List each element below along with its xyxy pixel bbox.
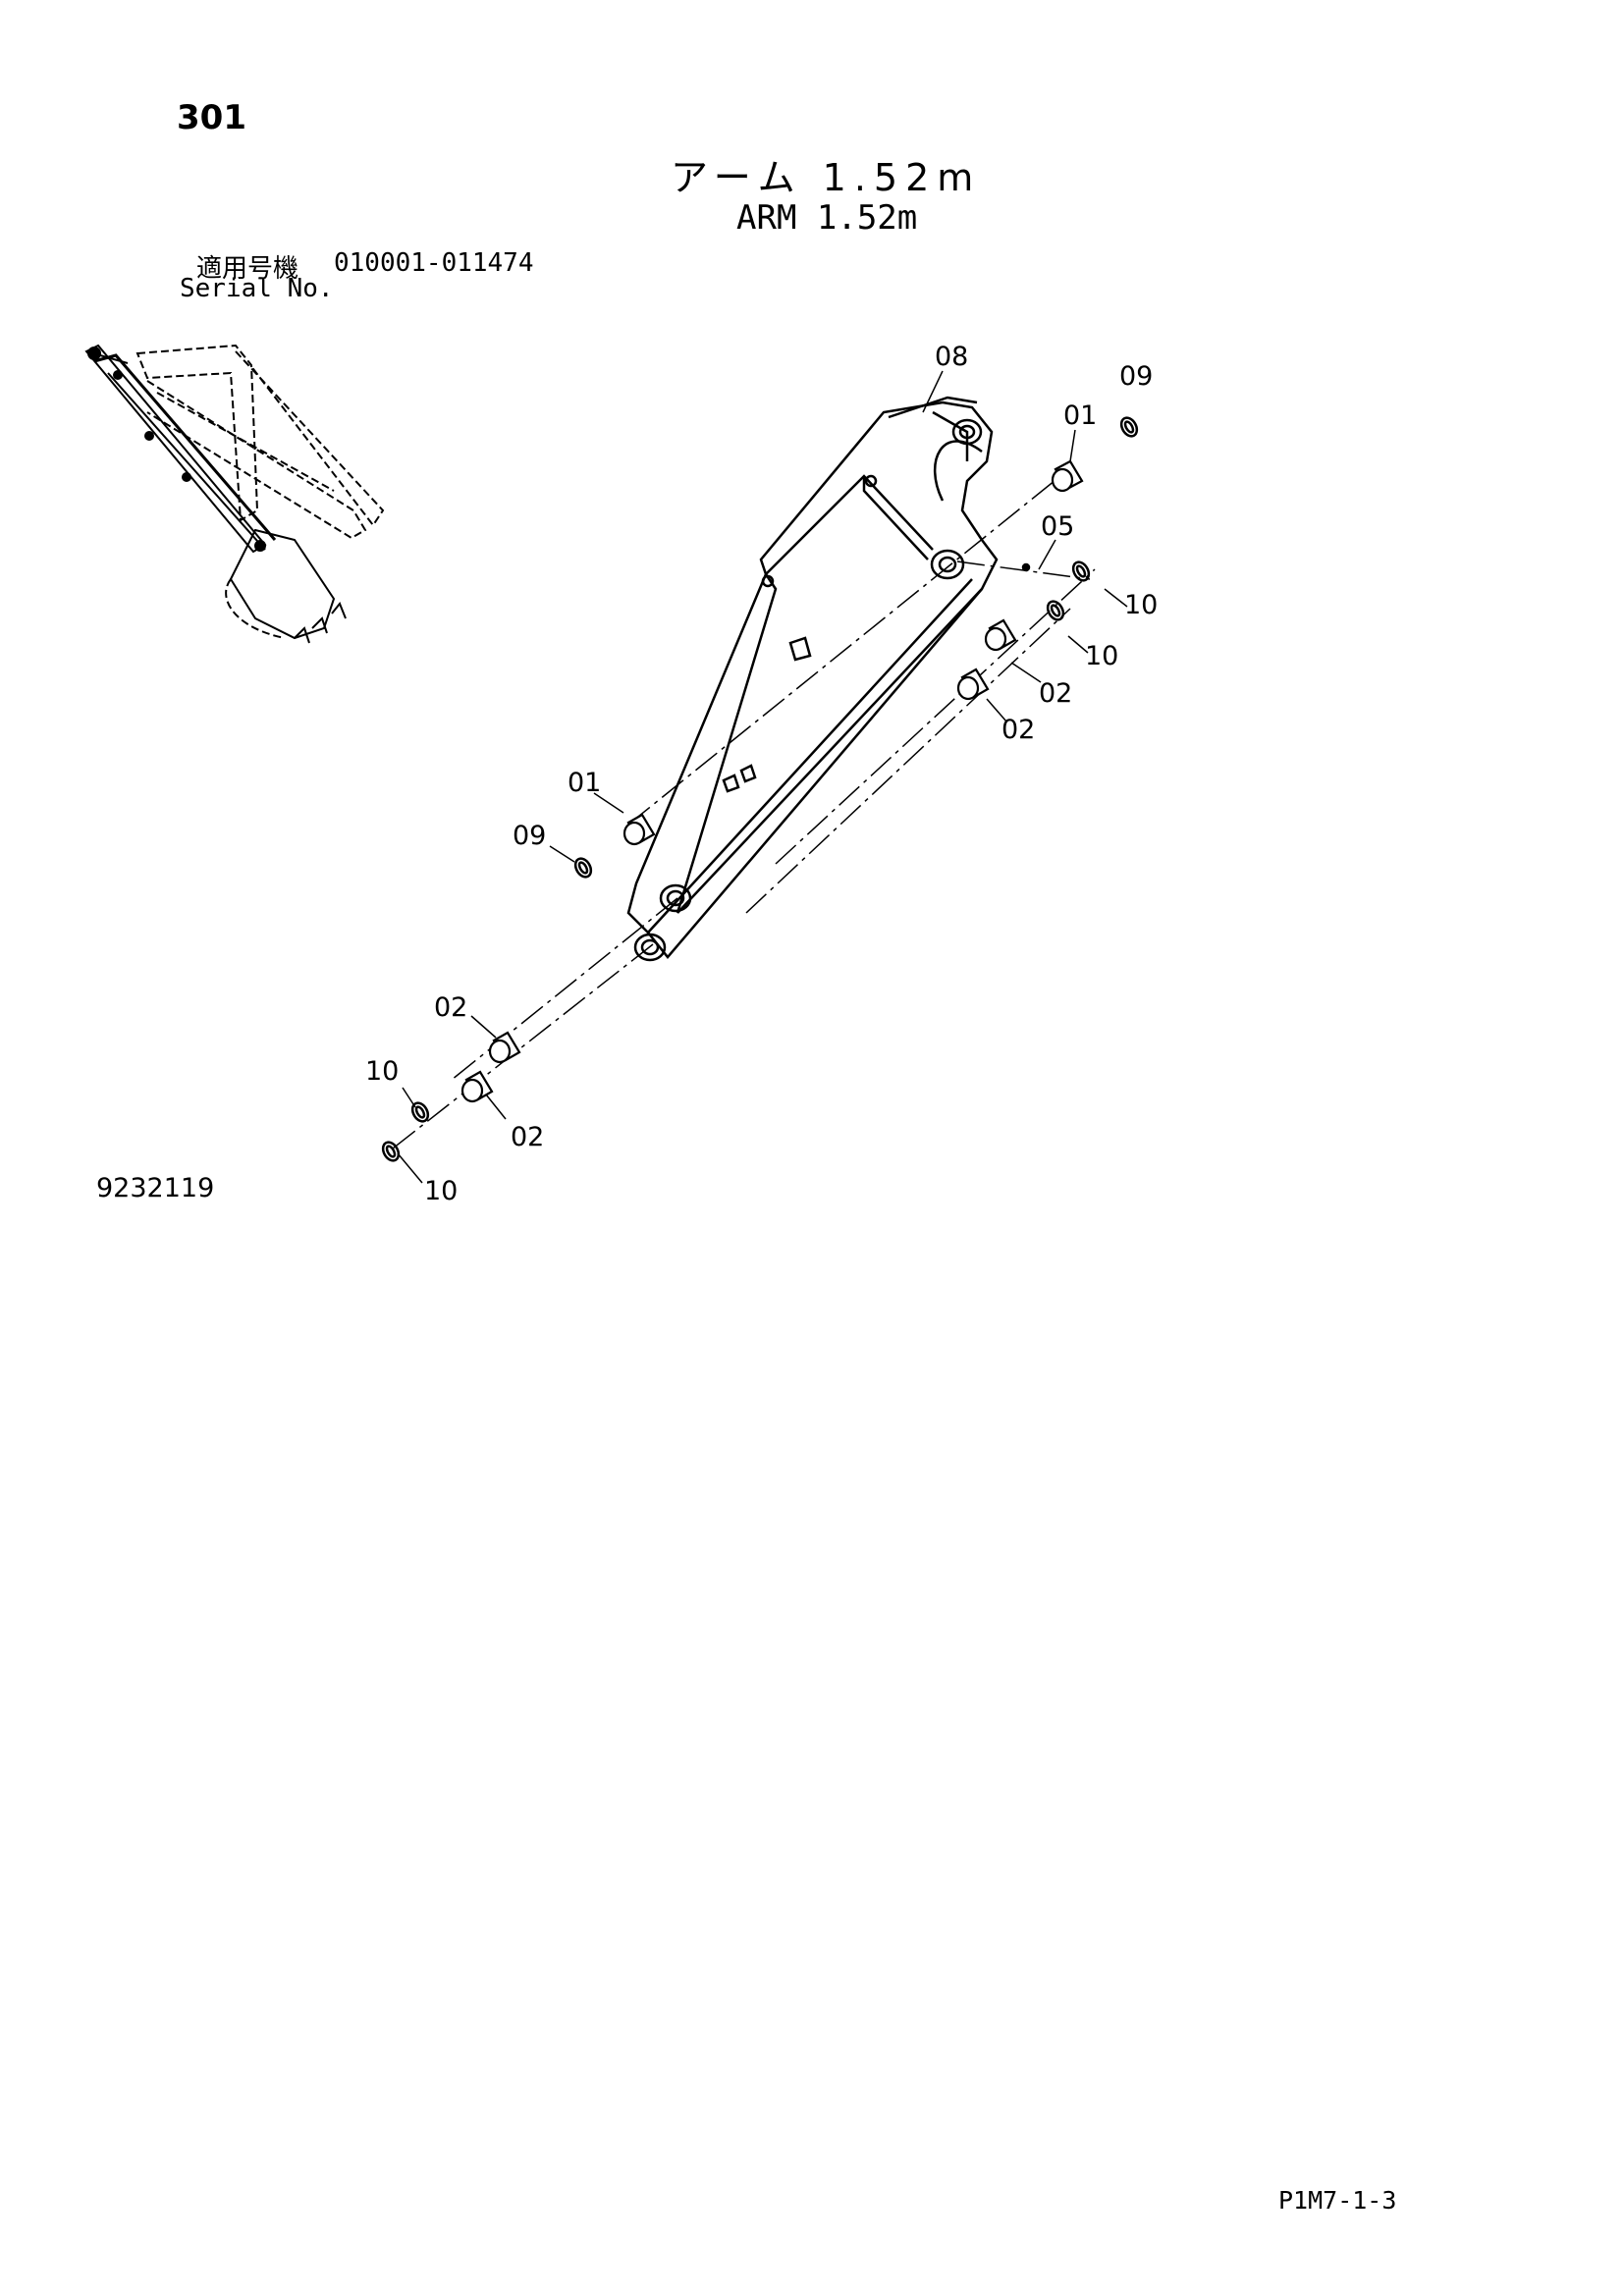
excavator-thumbnail <box>84 344 385 644</box>
callout-08: 08 <box>935 342 968 372</box>
callout-09-middle: 09 <box>513 821 546 851</box>
ring-09-middle <box>573 857 593 879</box>
leader-lines <box>397 370 1128 1184</box>
serial-label-japanese: 適用号機 <box>196 254 299 284</box>
ring-10-c <box>410 1101 430 1123</box>
title-english: ARM 1.52m <box>736 198 918 238</box>
callout-01-top: 01 <box>1063 400 1097 431</box>
bushing-01-middle <box>622 813 656 846</box>
callout-10-a: 10 <box>1124 590 1158 620</box>
ring-10-a <box>1071 561 1091 582</box>
callout-02-c: 02 <box>434 992 467 1023</box>
rings <box>381 416 1139 1162</box>
bushings <box>460 459 1084 1103</box>
callout-05: 05 <box>1041 511 1074 542</box>
ring-10-b <box>1046 600 1065 621</box>
callout-10-c: 10 <box>365 1056 399 1087</box>
drawing-number: 9232119 <box>96 1173 215 1203</box>
callout-02-a: 02 <box>1039 678 1072 709</box>
ring-09-top <box>1119 416 1139 438</box>
bushing-01-top <box>1051 459 1084 493</box>
serial-range: 010001-011474 <box>334 248 534 278</box>
arm-body <box>626 396 1031 962</box>
axis-lines <box>392 475 1096 1149</box>
callout-01-middle: 01 <box>568 768 601 798</box>
serial-label-english: Serial No. <box>180 274 334 303</box>
bushing-02-lower <box>956 667 990 701</box>
page-code: P1M7-1-3 <box>1278 2186 1397 2215</box>
title-japanese: アーム 1.52m <box>671 156 982 199</box>
page-number: 301 <box>177 98 246 137</box>
bushing-02-bottom-a <box>488 1031 521 1064</box>
bushing-02-bottom-b <box>460 1070 494 1103</box>
callout-10-d: 10 <box>424 1176 458 1206</box>
callout-10-b: 10 <box>1085 641 1118 671</box>
callout-09-top: 09 <box>1119 361 1153 392</box>
callout-02-d: 02 <box>511 1122 544 1152</box>
callout-02-b: 02 <box>1001 715 1035 745</box>
ring-10-d <box>381 1141 401 1162</box>
callout-labels: 08 09 01 05 10 10 02 02 01 09 02 10 02 1… <box>365 342 1158 1206</box>
bushing-02-upper <box>984 618 1017 652</box>
